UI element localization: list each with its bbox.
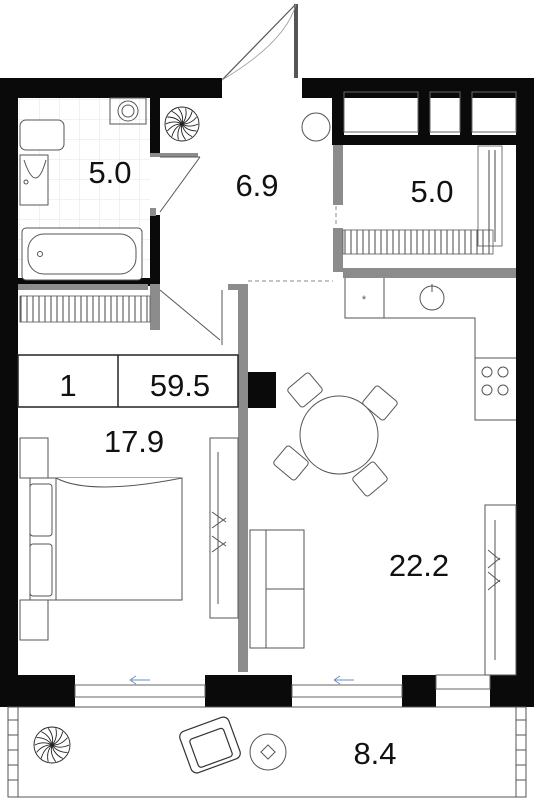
svg-text:*: * [362, 294, 367, 306]
nightstand-top [19, 437, 49, 479]
bedroom-closet [19, 295, 151, 323]
exterior-walls [0, 78, 534, 707]
lounge-chair [179, 716, 241, 774]
double-bed [19, 437, 183, 641]
wardrobe-area-label: 5.0 [410, 174, 453, 209]
sofa [249, 529, 305, 649]
washbasin [19, 154, 49, 206]
sink-cabinet [109, 97, 147, 125]
bedroom-area-label: 17.9 [104, 424, 164, 459]
zone-lines [248, 150, 337, 282]
toilet [19, 119, 65, 151]
windows [74, 91, 517, 698]
bathroom-fixtures [19, 97, 147, 281]
rooms-count-label: 1 [59, 368, 76, 403]
interior-doors[interactable] [159, 156, 223, 345]
total-area-label: 59.5 [150, 368, 210, 403]
sliding-door-arrows [129, 675, 354, 685]
plant-balcony-icon [33, 726, 71, 764]
apartment-summary-box [17, 354, 239, 408]
hall-area-label: 6.9 [235, 168, 278, 203]
balcony-area-label: 8.4 [353, 736, 396, 771]
wardrobe-shelving [342, 145, 503, 255]
living-cabinet [484, 504, 517, 676]
coat-stand [301, 112, 331, 142]
cooktop [481, 366, 509, 396]
bedroom-cabinet [209, 437, 239, 619]
nightstand-bottom [19, 599, 49, 641]
dining-table [299, 395, 379, 475]
partitions [18, 145, 516, 672]
kitchen-counter: * [344, 278, 516, 421]
entrance-door[interactable] [221, 3, 298, 81]
side-table [249, 733, 287, 771]
bathroom-area-label: 5.0 [88, 155, 131, 190]
plant-hall-icon [164, 106, 200, 142]
balcony [7, 706, 527, 798]
bathtub [21, 227, 143, 281]
dining-set [273, 372, 398, 497]
living-kitchen-area-label: 22.2 [389, 548, 449, 583]
